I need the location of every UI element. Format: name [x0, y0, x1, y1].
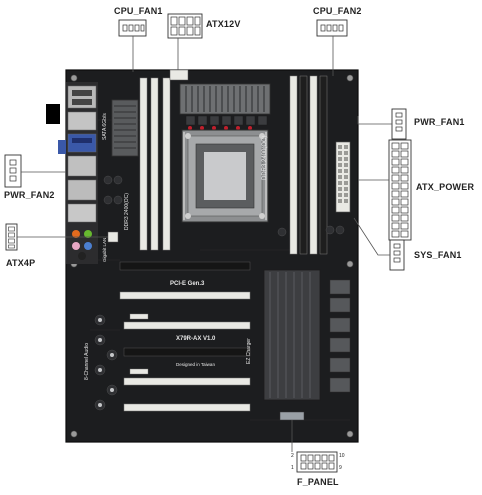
atx-power-pin — [400, 230, 409, 238]
pwr-fan2-label: PWR_FAN2 — [4, 190, 55, 200]
dimm-slots-right — [289, 75, 328, 255]
cpu-fan2-label: CPU_FAN2 — [313, 6, 362, 16]
atx12v-label: ATX12V — [206, 19, 241, 29]
cpu-socket — [181, 129, 269, 223]
rear-io-panel — [46, 82, 98, 264]
atx-power-pin — [391, 198, 400, 206]
atx-power-pin — [400, 150, 409, 158]
designed-silkscreen: Designed in Taiwan — [176, 362, 215, 367]
cpu-fan2-callout — [316, 19, 348, 76]
cpu-fan1-callout — [118, 19, 147, 72]
atx-power-pin — [400, 198, 409, 206]
atx-power-pin — [400, 158, 409, 166]
atx-power-pin — [400, 182, 409, 190]
atx-power-pin — [400, 166, 409, 174]
atx4p-label: ATX4P — [6, 258, 36, 268]
silver-caps — [98, 318, 114, 407]
vrm-heatsink-left — [111, 99, 139, 157]
atx-power-pin — [391, 158, 400, 166]
vrm-caps — [188, 126, 252, 130]
atx-power-pin — [400, 174, 409, 182]
atx-power-pin — [400, 222, 409, 230]
sys-fan1-label: SYS_FAN1 — [414, 250, 462, 260]
atx-power-pin — [400, 206, 409, 214]
f-panel-pin-10: 10 — [339, 453, 345, 459]
atx-power-pin — [400, 214, 409, 222]
atx-power-pin — [391, 166, 400, 174]
ddr3-silkscreen-right: DDR3 2400(OC) — [262, 135, 268, 180]
vrm-heatsink-top — [179, 83, 271, 115]
pwr-fan1-callout — [357, 108, 407, 140]
io-shield-tab — [46, 104, 60, 124]
atx-power-pin — [400, 190, 409, 198]
atx-power-pin — [391, 142, 400, 150]
f-panel-pin-2: 2 — [291, 453, 294, 459]
sata-silkscreen: SATA 6Gb/s — [102, 113, 108, 140]
cpu-fan1-label: CPU_FAN1 — [114, 6, 163, 16]
f-panel-pin-9: 9 — [339, 465, 342, 471]
sata-ports — [329, 279, 351, 393]
expansion-slots — [119, 261, 251, 412]
atx-power-pin — [391, 230, 400, 238]
sys-fan1-callout — [353, 217, 405, 271]
f-panel-callout — [291, 420, 338, 473]
vrm-chokes — [185, 115, 268, 126]
f-panel-board-header — [279, 411, 305, 421]
f-panel-label: F_PANEL — [297, 477, 339, 487]
atx-power-pin — [391, 206, 400, 214]
atx-power-pin — [391, 214, 400, 222]
ez-charger-silkscreen: EZ Charger — [246, 338, 252, 364]
mounting-holes — [70, 74, 354, 438]
atx-power-pin — [391, 222, 400, 230]
atx4p-callout — [5, 223, 119, 251]
chipset-heatsink — [263, 269, 321, 401]
atx-power-pin — [391, 182, 400, 190]
lan-silkscreen: Gigabit LAN — [102, 237, 107, 262]
atx12v-board-connector — [169, 69, 189, 81]
motherboard — [46, 69, 359, 443]
pwr-fan2-callout — [4, 154, 66, 188]
atx-power-connector-board — [335, 141, 351, 213]
atx-power-pin — [400, 142, 409, 150]
pcie-silkscreen: PCI-E Gen.3 — [170, 281, 205, 287]
dimm-slots-left — [139, 77, 171, 251]
atx12v-callout — [167, 13, 203, 70]
atx-power-callout — [358, 139, 412, 241]
atx-power-pin — [391, 190, 400, 198]
model-silkscreen: X79R-AX V1.0 — [176, 336, 216, 342]
audio-silkscreen: 8-Channel Audio — [84, 343, 90, 380]
f-panel-pin-1: 1 — [291, 465, 294, 471]
atx-power-pin — [391, 174, 400, 182]
ddr3-silkscreen-left: DDR3 2400(OC) — [124, 193, 130, 230]
pwr-fan1-label: PWR_FAN1 — [414, 117, 465, 127]
atx-power-pin — [391, 150, 400, 158]
atx-power-label: ATX_POWER — [416, 182, 475, 192]
